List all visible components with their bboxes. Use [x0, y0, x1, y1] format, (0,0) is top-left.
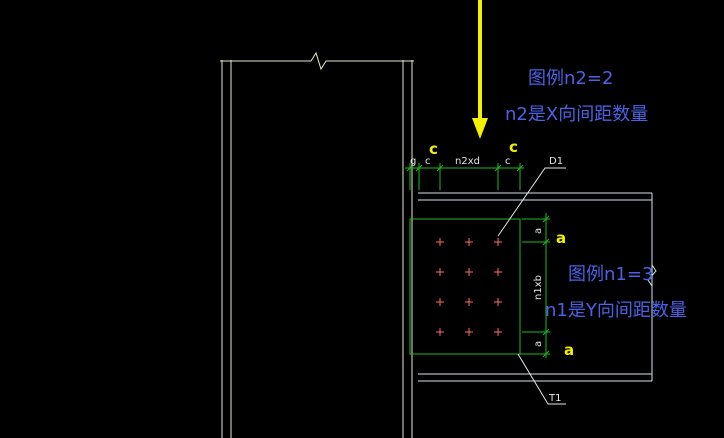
- down-arrow-icon: [472, 0, 488, 139]
- yellow-c-right: c: [509, 138, 518, 156]
- bolt-mark: [465, 268, 473, 276]
- dim-g-label: g: [410, 156, 416, 167]
- dim-c-left-label: c: [425, 156, 431, 167]
- dim-c-right-label: c: [505, 156, 511, 167]
- dim-n2xd-label: n2xd: [455, 156, 480, 167]
- note-n2-example: 图例n2=2: [528, 68, 613, 89]
- leader-t1-label: T1: [548, 393, 561, 404]
- bolt-mark: [494, 238, 502, 246]
- bolt-mark: [494, 328, 502, 336]
- note-n1-example: 图例n1=3: [568, 264, 653, 285]
- top-dimension: [405, 163, 524, 190]
- bolt-mark: [465, 238, 473, 246]
- break-line-icon: [647, 264, 657, 287]
- bolt-mark: [436, 238, 444, 246]
- bolt-mark: [436, 268, 444, 276]
- dim-n1xb-label: n1xb: [533, 275, 544, 300]
- bolt-mark: [465, 298, 473, 306]
- dim-a-bottom-label: a: [533, 341, 544, 347]
- connection-plate: [409, 218, 522, 355]
- break-line-icon: [220, 51, 414, 71]
- bolt-mark: [436, 298, 444, 306]
- yellow-a-bottom: a: [564, 341, 574, 359]
- bolt-mark: [494, 298, 502, 306]
- leader-d1-label: D1: [549, 156, 563, 167]
- dim-a-top-label: a: [533, 228, 544, 234]
- bolt-grid: [436, 238, 502, 336]
- bolt-mark: [494, 268, 502, 276]
- bolt-mark: [465, 328, 473, 336]
- bolt-mark: [436, 328, 444, 336]
- leaders: [497, 167, 566, 405]
- yellow-a-top: a: [556, 229, 566, 247]
- beam: [418, 192, 657, 382]
- right-dimension: [522, 213, 550, 358]
- note-n1-desc: n1是Y向间距数量: [545, 300, 687, 321]
- note-n2-desc: n2是X向间距数量: [505, 104, 648, 125]
- column: [220, 51, 414, 438]
- yellow-c-left: c: [429, 140, 438, 158]
